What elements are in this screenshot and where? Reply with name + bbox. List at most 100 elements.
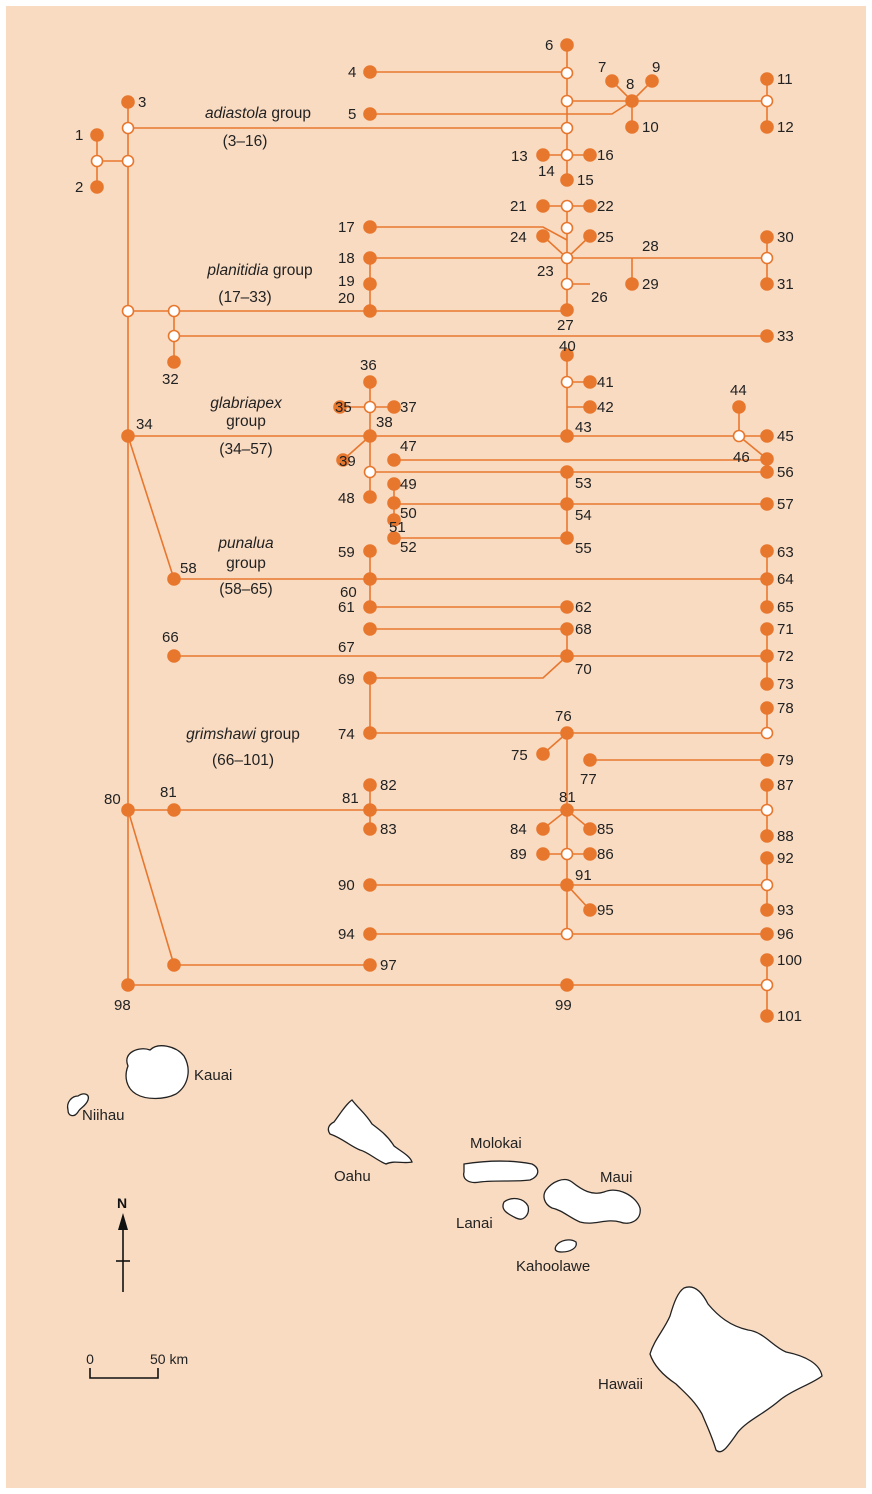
group-range-planitidia: (17–33) [218,289,271,306]
island-kahoolawe [554,1239,577,1253]
branch-junction-node [121,154,135,168]
taxon-label: 97 [380,957,397,974]
taxon-label: 54 [575,507,592,524]
taxon-node [560,38,574,52]
branch-junction-node [167,329,181,343]
taxon-node [760,649,774,663]
taxon-label: 66 [162,629,179,646]
taxon-label: 22 [597,198,614,215]
tree-branch [127,809,175,966]
scale-end-label: 50 km [150,1351,188,1367]
taxon-label: 11 [777,71,793,88]
branch-junction-node [167,304,181,318]
taxon-label: 24 [510,229,527,246]
taxon-node [560,803,574,817]
taxon-label: 62 [575,599,592,616]
taxon-node [387,453,401,467]
branch-junction-node [363,400,377,414]
taxon-label: 6 [545,37,553,54]
taxon-label: 76 [555,708,572,725]
taxon-label: 63 [777,544,794,561]
taxon-node [121,95,135,109]
taxon-label: 18 [338,250,355,267]
taxon-label: 13 [511,148,528,165]
taxon-label: 38 [376,414,393,431]
island-hawaii [649,1286,823,1453]
group-label-punalua: punalua [217,535,274,552]
taxon-node [760,600,774,614]
taxon-label: 82 [380,777,397,794]
taxon-node [760,230,774,244]
taxon-node [363,671,377,685]
taxon-label: 4 [348,64,356,81]
taxon-label: 35 [335,399,352,416]
island-label-lanai: Lanai [456,1215,493,1232]
taxon-node [760,497,774,511]
taxon-label: 7 [598,59,606,76]
branch-junction-node [121,304,135,318]
taxon-node [583,400,597,414]
branch-junction-node [560,847,574,861]
taxon-node [121,803,135,817]
group-range-glabriapex: (34–57) [219,441,272,458]
taxon-node [760,753,774,767]
taxon-node [363,490,377,504]
taxon-label: 45 [777,428,794,445]
taxon-label: 78 [777,700,794,717]
taxon-node [363,572,377,586]
taxon-label: 28 [642,238,659,255]
taxon-node [583,903,597,917]
taxon-label: 56 [777,464,794,481]
taxon-node [363,65,377,79]
taxon-label: 59 [338,544,355,561]
taxon-label: 15 [577,172,594,189]
tree-edges [96,45,768,1016]
taxon-label: 39 [339,453,356,470]
taxon-node [760,572,774,586]
taxon-label: 36 [360,357,377,374]
taxon-node [583,847,597,861]
taxon-node [363,803,377,817]
taxon-label: 43 [575,419,592,436]
island-lanai [502,1197,530,1220]
taxon-label: 94 [338,926,355,943]
taxon-node [536,822,550,836]
island-maui [543,1178,641,1224]
branch-junction-node [121,121,135,135]
taxon-label: 71 [777,621,794,638]
taxon-node [363,958,377,972]
branch-junction-node [560,121,574,135]
taxon-label: 85 [597,821,614,838]
taxon-label: 48 [338,490,355,507]
taxon-label: 100 [777,952,802,969]
taxon-label: 34 [136,416,153,433]
group-labels: adiastola group (3–16) planitidia group … [186,105,312,769]
taxon-label: 30 [777,229,794,246]
taxon-label: 52 [400,539,417,556]
island-label-maui: Maui [600,1169,633,1186]
branch-junction-node [560,66,574,80]
taxon-node [167,803,181,817]
taxon-label: 12 [777,119,794,136]
taxon-node [760,927,774,941]
taxon-node [363,107,377,121]
taxon-label: 41 [597,374,614,391]
taxon-label: 16 [597,147,614,164]
taxon-node [760,677,774,691]
taxon-label: 90 [338,877,355,894]
taxon-label: 91 [575,867,592,884]
taxon-node [363,622,377,636]
taxon-node [560,173,574,187]
taxon-label: 73 [777,676,794,693]
taxon-label: 23 [537,263,554,280]
taxon-node [387,496,401,510]
group-range-punalua: (58–65) [219,581,272,598]
taxon-node [560,465,574,479]
group-label-adiastola: adiastola group [205,105,311,122]
taxon-node [583,229,597,243]
island-label-kahoolawe: Kahoolawe [516,1258,590,1275]
taxon-node [760,851,774,865]
taxon-label: 88 [777,828,794,845]
taxon-label: 84 [510,821,527,838]
tree-branch [370,655,568,679]
